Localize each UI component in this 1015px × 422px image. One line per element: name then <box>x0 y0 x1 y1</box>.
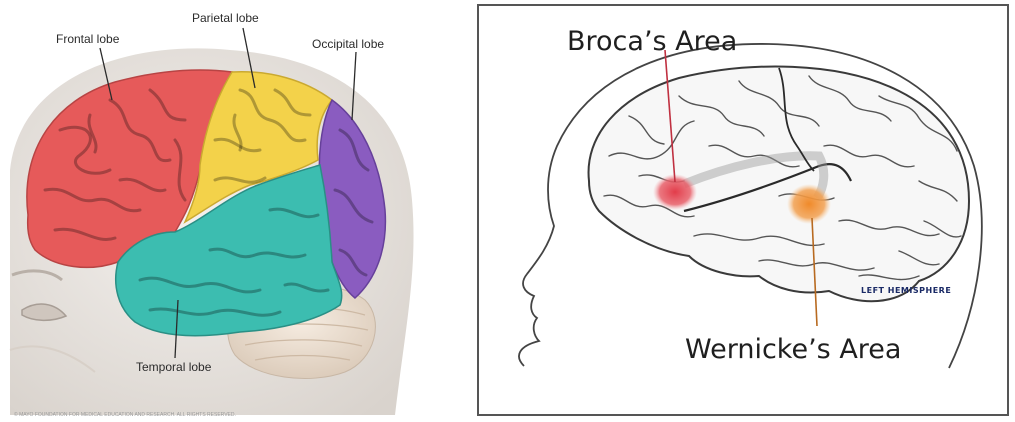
broca-area-label: Broca’s Area <box>567 26 737 57</box>
temporal-lobe-label: Temporal lobe <box>136 360 212 374</box>
occipital-lobe-label: Occipital lobe <box>312 37 384 51</box>
brain-outline <box>589 67 969 302</box>
wernicke-area-label: Wernicke’s Area <box>685 334 901 365</box>
wernicke-area-highlight <box>787 184 831 224</box>
language-illustration: Broca’s Area Wernicke’s Area LEFT HEMISP… <box>479 6 1007 414</box>
parietal-lobe-label: Parietal lobe <box>192 11 259 25</box>
lobes-illustration: Frontal lobe Parietal lobe Occipital lob… <box>0 0 420 422</box>
copyright-notice: © MAYO FOUNDATION FOR MEDICAL EDUCATION … <box>14 411 236 418</box>
frontal-lobe-label: Frontal lobe <box>56 32 120 46</box>
language-areas-diagram: Broca’s Area Wernicke’s Area LEFT HEMISP… <box>477 4 1009 416</box>
left-hemisphere-label: LEFT HEMISPHERE <box>861 286 951 295</box>
lobes-diagram: Frontal lobe Parietal lobe Occipital lob… <box>0 0 420 422</box>
